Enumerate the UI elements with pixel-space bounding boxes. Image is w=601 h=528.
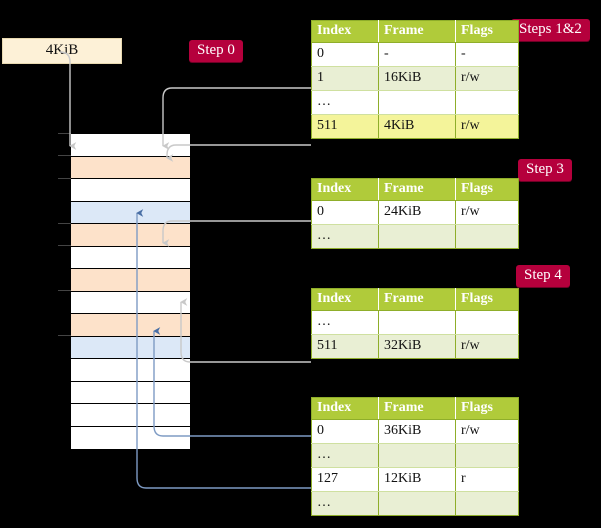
cell-index: 0 — [311, 419, 379, 444]
column-header-flags: Flags — [455, 178, 519, 201]
memory-frame-row — [71, 201, 190, 224]
memory-frame-row — [71, 426, 190, 449]
column-header-flags: Flags — [455, 397, 519, 420]
memory-tick — [58, 335, 71, 336]
connector-4kib-to-memory — [59, 51, 77, 150]
memory-frame-row — [71, 156, 190, 179]
column-header-frame: Frame — [378, 288, 456, 311]
column-header-index: Index — [311, 178, 379, 201]
memory-frame-row — [71, 134, 190, 157]
memory-tick — [58, 290, 71, 291]
cell-frame — [378, 310, 456, 335]
cell-index: 127 — [311, 467, 379, 492]
cell-frame: 32KiB — [378, 334, 456, 359]
cell-index: … — [311, 310, 379, 335]
table-row: … — [311, 491, 519, 516]
table-row: … — [311, 224, 519, 249]
badge-step-3: Step 3 — [518, 159, 572, 181]
cell-flags: r/w — [455, 419, 519, 444]
column-header-frame: Frame — [378, 178, 456, 201]
memory-frame-row — [71, 269, 190, 292]
memory-frame-row — [71, 224, 190, 247]
cell-index: … — [311, 224, 379, 249]
table-row: … — [311, 443, 519, 468]
memory-frame-row — [71, 336, 190, 359]
column-header-flags: Flags — [455, 20, 519, 43]
cell-flags: r/w — [455, 334, 519, 359]
cell-index: 1 — [311, 66, 379, 91]
memory-frame-row — [71, 359, 190, 382]
column-header-index: Index — [311, 20, 379, 43]
table-row: 0-- — [311, 42, 519, 67]
memory-tick — [58, 245, 71, 246]
badge-step-0: Step 0 — [189, 40, 243, 62]
memory-frame-row — [71, 291, 190, 314]
cell-frame: 16KiB — [378, 66, 456, 91]
memory-tick — [58, 155, 71, 156]
cell-flags — [455, 443, 519, 468]
cell-flags — [455, 310, 519, 335]
cell-frame — [378, 491, 456, 516]
cell-flags: - — [455, 42, 519, 67]
cell-index: 511 — [311, 114, 379, 139]
cell-frame — [378, 443, 456, 468]
cell-index: 511 — [311, 334, 379, 359]
connector-table2-to-memory — [180, 298, 311, 363]
cell-index: 0 — [311, 42, 379, 67]
memory-frame-row — [71, 246, 190, 269]
cell-frame — [378, 224, 456, 249]
cell-index: … — [311, 491, 379, 516]
cell-frame: - — [378, 42, 456, 67]
cell-flags — [455, 224, 519, 249]
cell-frame: 36KiB — [378, 419, 456, 444]
memory-frame-row — [71, 314, 190, 337]
cell-flags — [455, 90, 519, 115]
table-row: … — [311, 310, 519, 335]
cell-index: 0 — [311, 200, 379, 225]
memory-frame-row — [71, 404, 190, 427]
badge-step-4: Step 4 — [516, 265, 570, 287]
memory-tick — [58, 133, 71, 134]
cell-index: … — [311, 443, 379, 468]
cell-frame — [378, 90, 456, 115]
cell-flags: r/w — [455, 200, 519, 225]
column-header-frame: Frame — [378, 397, 456, 420]
cell-frame: 24KiB — [378, 200, 456, 225]
size-label-text: 4KiB — [45, 42, 79, 58]
cell-flags: r/w — [455, 114, 519, 139]
column-header-flags: Flags — [455, 288, 519, 311]
column-header-frame: Frame — [378, 20, 456, 43]
column-header-index: Index — [311, 288, 379, 311]
cell-frame: 12KiB — [378, 467, 456, 492]
memory-frame-row — [71, 381, 190, 404]
physical-memory-column — [70, 133, 191, 450]
cell-flags: r/w — [455, 66, 519, 91]
cell-frame: 4KiB — [378, 114, 456, 139]
cell-flags — [455, 491, 519, 516]
memory-tick — [58, 178, 71, 179]
cell-flags: r — [455, 467, 519, 492]
memory-tick — [58, 223, 71, 224]
memory-frame-row — [71, 179, 190, 202]
size-label-4kib: 4KiB — [2, 38, 122, 64]
badge-steps-1-2: Steps 1&2 — [511, 19, 590, 41]
table-row: … — [311, 90, 519, 115]
cell-index: … — [311, 90, 379, 115]
column-header-index: Index — [311, 397, 379, 420]
